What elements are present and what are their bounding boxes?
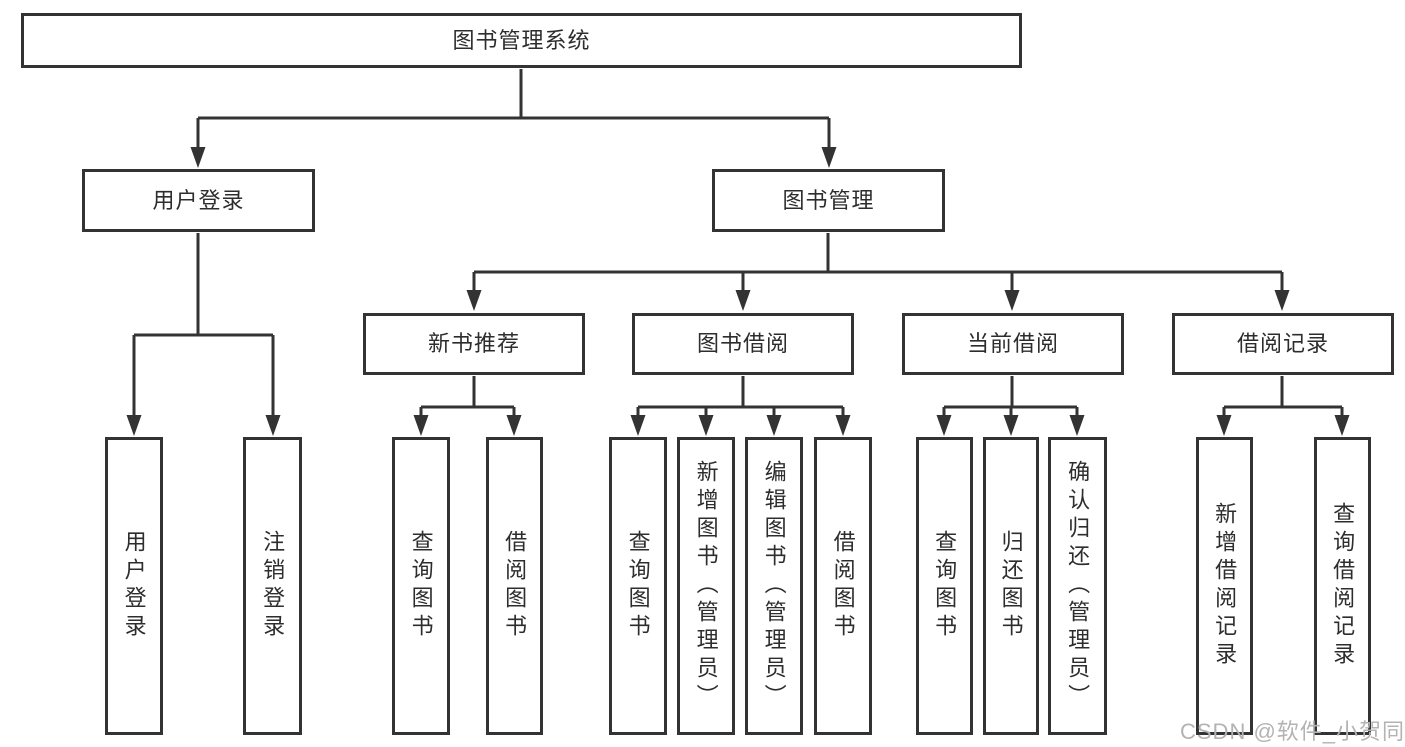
leaf-query-books-current: 查询图书: [916, 437, 973, 735]
leaf-borrow-books: 借阅图书: [814, 437, 872, 735]
leaf-query-books-recommend: 查询图书: [392, 437, 450, 735]
node-book-management: 图书管理: [712, 169, 945, 232]
leaf-query-borrow-record: 查询借阅记录: [1314, 437, 1371, 735]
node-new-book-recommend: 新书推荐: [363, 313, 585, 375]
leaf-user-login: 用户登录: [105, 437, 163, 735]
node-borrow-record: 借阅记录: [1172, 313, 1394, 375]
leaf-add-borrow-record: 新增借阅记录: [1196, 437, 1253, 735]
leaf-confirm-return-admin: 确认归还（管理员）: [1048, 437, 1107, 735]
node-current-borrow: 当前借阅: [902, 313, 1124, 375]
leaf-edit-book-admin: 编辑图书（管理员）: [745, 437, 803, 735]
leaf-return-book: 归还图书: [983, 437, 1039, 735]
csdn-watermark: CSDN @软件_小贺同学: [1180, 719, 1405, 744]
node-book-borrow: 图书借阅: [632, 313, 854, 375]
leaf-logout: 注销登录: [243, 437, 302, 735]
leaf-add-book-admin: 新增图书（管理员）: [677, 437, 735, 735]
node-root-system: 图书管理系统: [21, 13, 1022, 68]
node-user-login: 用户登录: [82, 169, 315, 232]
leaf-query-books-borrow: 查询图书: [609, 437, 667, 735]
leaf-borrow-books-recommend: 借阅图书: [486, 437, 543, 735]
